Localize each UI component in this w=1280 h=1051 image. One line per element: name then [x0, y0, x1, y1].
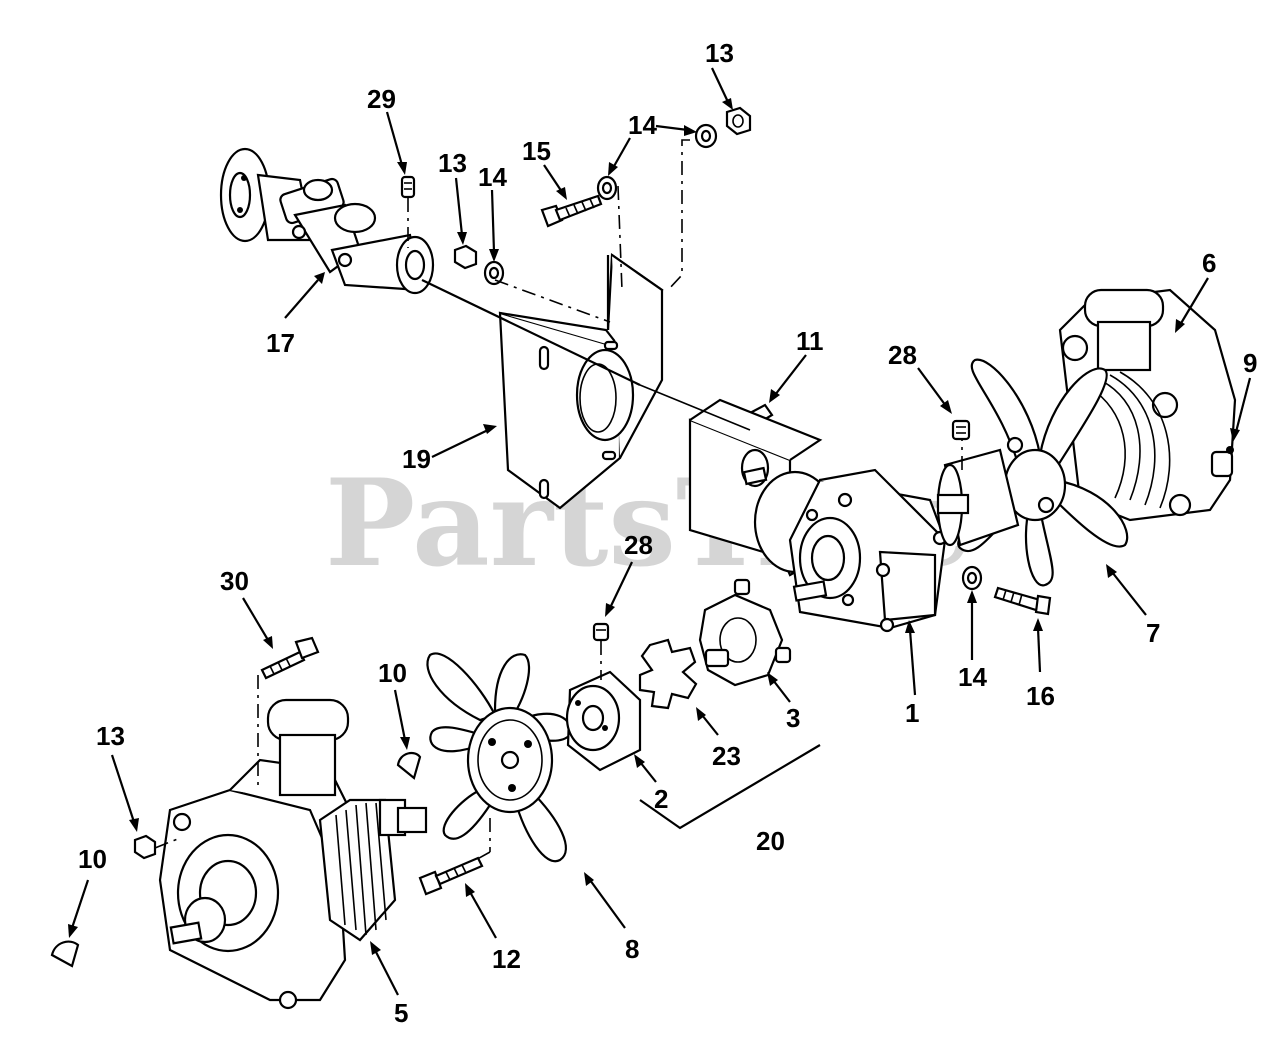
key-part-10-middle: [396, 751, 422, 780]
coupling-part-3: [698, 578, 792, 687]
callout-10: 10: [378, 658, 407, 688]
callout-13: 13: [705, 38, 734, 68]
leader-arrows: [68, 67, 1252, 996]
nut-washer-left-top: [453, 244, 505, 286]
callout-20: 20: [756, 826, 785, 856]
callout-14: 14: [958, 662, 987, 692]
callout-11: 11: [796, 326, 824, 356]
coupling-part-2: [565, 670, 642, 772]
callout-16: 16: [1026, 681, 1055, 711]
callout-15: 15: [522, 136, 551, 166]
callout-6: 6: [1202, 248, 1216, 278]
callout-29: 29: [367, 84, 396, 114]
callout-9: 9: [1243, 348, 1257, 378]
callout-3: 3: [786, 703, 800, 733]
callout-1: 1: [905, 698, 919, 728]
washer-bolt-part-16: [961, 565, 1052, 616]
nut-part-13-lower: [133, 834, 181, 860]
set-screw-part-29: [400, 175, 416, 248]
u-joint-part-17: [219, 147, 435, 295]
callout-labels: 13 14 29 15 14 13 14 17 19 11 28 6 9 7 1…: [78, 38, 1257, 1028]
bolt-part-30: [260, 636, 320, 680]
fan-part-7: [936, 358, 1129, 587]
set-screw-part-28-top: [951, 419, 971, 441]
bolt-part-12: [418, 856, 484, 896]
callout-23: 23: [712, 741, 741, 771]
callout-14: 14: [628, 110, 657, 140]
callout-13: 13: [438, 148, 467, 178]
pump-part-6: [1058, 288, 1237, 522]
set-screw-part-28-lower: [592, 622, 610, 680]
callout-17: 17: [266, 328, 295, 358]
callout-28: 28: [624, 530, 653, 560]
callout-30: 30: [220, 566, 249, 596]
spider-insert-part-23: [638, 638, 698, 710]
callout-7: 7: [1146, 618, 1160, 648]
pump-part-5: [158, 675, 428, 1010]
callout-19: 19: [402, 444, 431, 474]
nut-washer-top-right: [694, 106, 752, 149]
callout-28: 28: [888, 340, 917, 370]
callout-12: 12: [492, 944, 521, 974]
callout-13: 13: [96, 721, 125, 751]
callout-8: 8: [625, 934, 639, 964]
bolt-part-15: [540, 175, 618, 228]
callout-5: 5: [394, 998, 408, 1028]
key-part-10-left: [50, 940, 80, 968]
callout-10: 10: [78, 844, 107, 874]
gearbox-part-1: [688, 398, 948, 633]
callout-14: 14: [478, 162, 507, 192]
fan-part-8: [426, 652, 572, 863]
callout-2: 2: [654, 784, 668, 814]
